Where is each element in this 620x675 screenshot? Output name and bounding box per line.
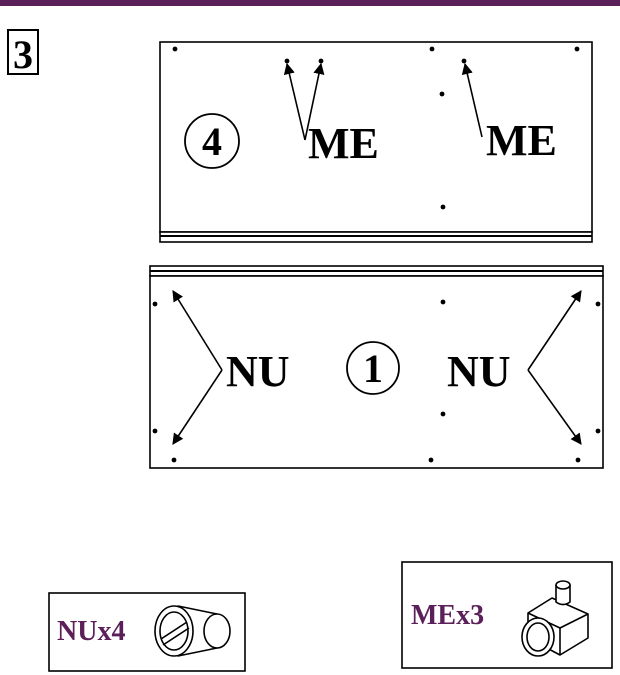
hole-dot xyxy=(439,91,445,97)
step-number: 3 xyxy=(13,32,33,77)
panel-4-number: 4 xyxy=(202,119,222,164)
callout-arrow xyxy=(527,369,582,445)
hole-dot xyxy=(595,428,601,434)
hole-dot xyxy=(284,58,290,64)
hole-dot xyxy=(152,428,158,434)
hole-dot xyxy=(152,301,158,307)
callout-arrow xyxy=(283,62,306,141)
hole-dot xyxy=(575,457,581,463)
step-badge: 3 xyxy=(7,29,39,77)
hole-dot xyxy=(461,58,467,64)
hole-dot xyxy=(440,299,446,305)
hole-dot xyxy=(171,457,177,463)
cam-nut-icon xyxy=(154,605,231,657)
panel-1: 1 NU NU xyxy=(149,265,604,469)
callout-me-left: ME xyxy=(308,119,379,168)
hardware-box-me: MEx3 xyxy=(401,561,613,669)
callout-nu-left: NU xyxy=(226,347,290,396)
hole-dot xyxy=(318,58,324,64)
hole-dot xyxy=(172,46,178,52)
hole-dot xyxy=(574,46,580,52)
hole-dot xyxy=(440,411,446,417)
hole-dot xyxy=(428,457,434,463)
hardware-box-nu: NUx4 xyxy=(48,592,246,672)
callout-arrow xyxy=(172,290,223,371)
callout-nu-right: NU xyxy=(447,347,511,396)
hole-dot xyxy=(440,204,446,210)
callout-arrow xyxy=(527,290,582,371)
panel-4: 4 ME ME xyxy=(159,41,593,243)
callout-arrow xyxy=(461,62,483,138)
header-rule xyxy=(0,0,620,6)
part-label-nu: NUx4 xyxy=(57,616,125,647)
callout-arrow xyxy=(172,369,223,445)
cam-bolt-icon xyxy=(521,580,589,657)
panel-1-number: 1 xyxy=(363,346,383,391)
callout-arrow xyxy=(304,62,325,141)
part-label-me: MEx3 xyxy=(411,600,484,631)
hole-dot xyxy=(595,301,601,307)
callout-me-right: ME xyxy=(486,116,557,165)
hole-dot xyxy=(429,46,435,52)
